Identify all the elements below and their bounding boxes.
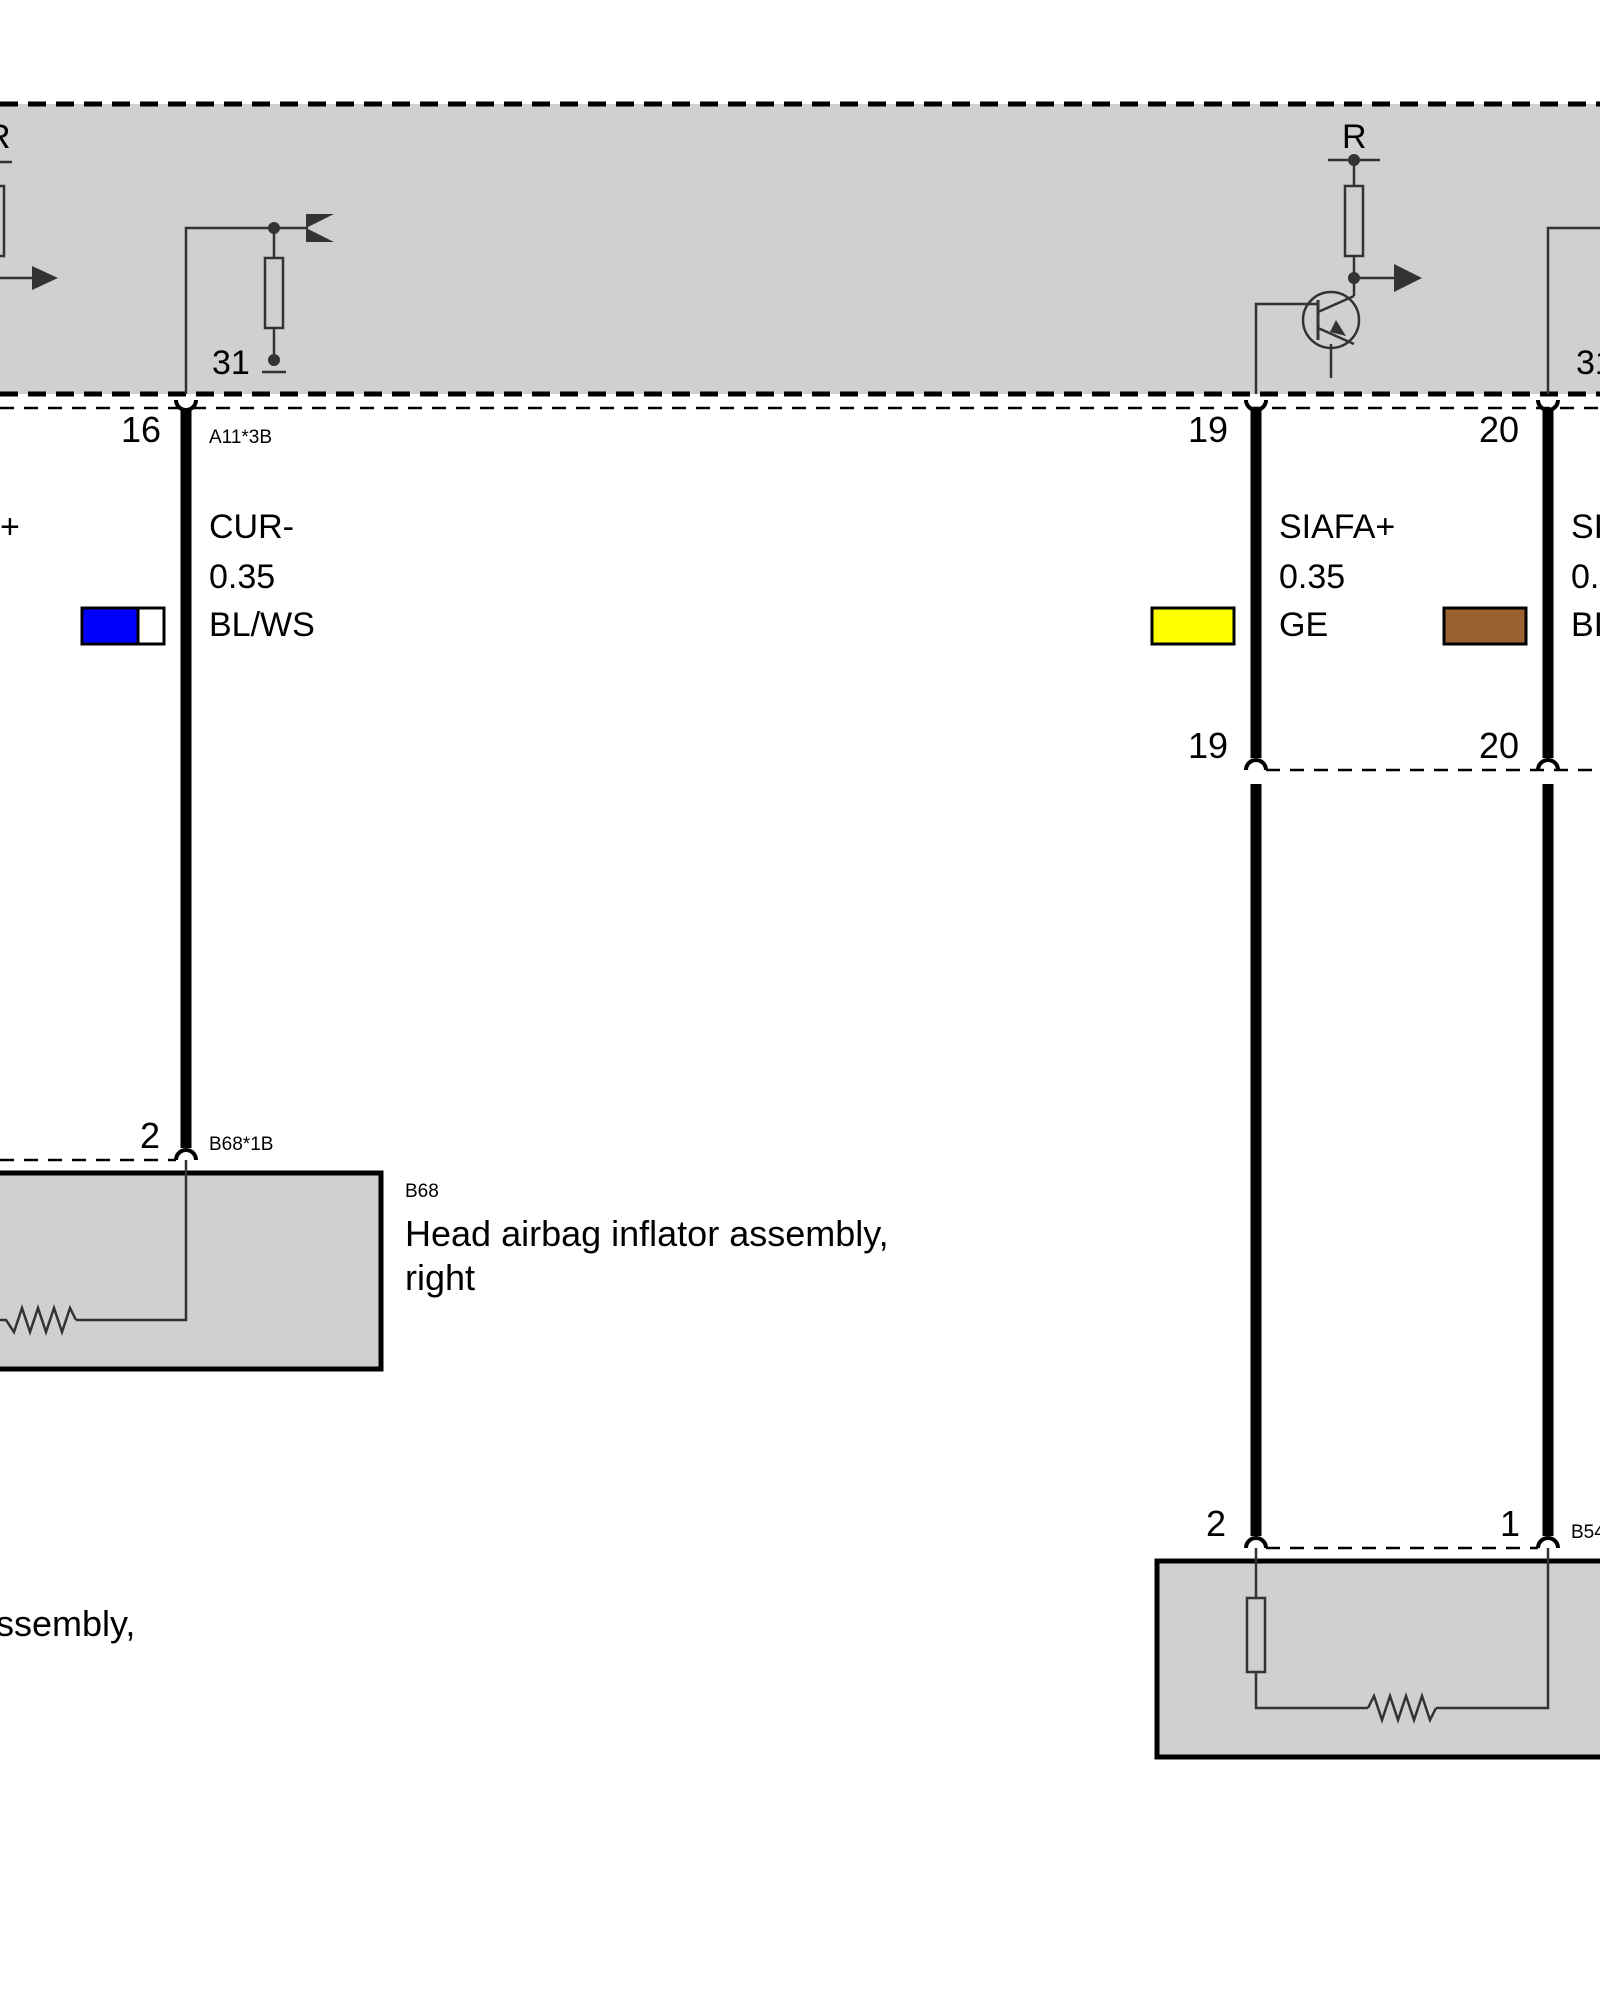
component-b54	[1154, 1546, 1600, 1760]
component-name-line1: Head airbag inflator assembly,	[405, 1213, 889, 1254]
pin-number-bottom: 1	[1500, 1503, 1520, 1544]
component-b68: B68 Head airbag inflator assembly, right	[0, 1158, 889, 1372]
pin16-internal-circuit: 31	[184, 214, 334, 394]
pin-number-top: 19	[1188, 409, 1228, 450]
wire-cur: 16 A11*3B CUR- 0.35 BL/WS 2 B68*1B	[80, 399, 315, 1161]
pin20-internal-circuit: 31	[1546, 226, 1600, 394]
control-unit-module: R 31 R	[0, 101, 1600, 410]
wire-gauge: 0.35	[209, 558, 275, 596]
pin-number-mid: 19	[1188, 725, 1228, 766]
pin-socket-icon	[1536, 758, 1560, 771]
pin-number-top: 20	[1479, 409, 1519, 450]
ground-label-right: 31	[1576, 344, 1600, 382]
component-id: B68	[405, 1181, 439, 1202]
signal-name: SIAFA+	[1279, 508, 1395, 546]
pin-socket-icon	[174, 399, 198, 412]
component-b68-body	[0, 1170, 384, 1372]
signal-name: SI	[1571, 508, 1600, 546]
wire-color-code: BI	[1571, 606, 1600, 644]
signal-name: CUR-	[209, 508, 294, 546]
resistor-label-right: R	[1342, 118, 1367, 156]
pin-socket-icon	[1536, 1536, 1560, 1549]
wire-siafa-plus: 19 SIAFA+ 0.35 GE 19 2	[1150, 399, 1395, 1549]
control-unit-body	[0, 104, 1600, 394]
pin-number-bottom: 2	[1206, 1503, 1226, 1544]
resistor-label-left: R	[0, 118, 11, 156]
ground-label-left: 31	[212, 344, 250, 382]
wire-color-code: BL/WS	[209, 606, 315, 644]
connector-id-bottom: B68*1B	[209, 1134, 273, 1155]
color-swatch-blue-white	[80, 606, 166, 646]
pin-number-mid: 20	[1479, 725, 1519, 766]
connector-id-bottom: B54	[1571, 1522, 1600, 1543]
pin-socket-icon	[1244, 1536, 1268, 1549]
wire-gauge: 0.	[1571, 558, 1599, 596]
igniter-resistor-icon	[0, 1304, 78, 1336]
component-name-line2: right	[405, 1257, 475, 1298]
color-swatch-brown	[1442, 606, 1528, 646]
output-arrow-icon	[1394, 264, 1422, 292]
connector-id-top: A11*3B	[209, 427, 272, 448]
left-component-name-fragment: ssembly,	[0, 1603, 135, 1644]
left-resistor-fragment: R	[0, 118, 58, 290]
wire-color-code: GE	[1279, 606, 1328, 644]
output-arrow-icon	[32, 266, 58, 290]
wire-siafa-minus: 20 SI 0. BI 20 1 B54	[1442, 399, 1600, 1549]
pin-socket-icon	[174, 1148, 198, 1161]
wire-gauge: 0.35	[1279, 558, 1345, 596]
igniter-resistor-icon	[1366, 1692, 1438, 1724]
component-b54-body	[1154, 1558, 1600, 1760]
pin19-internal-circuit: R	[1254, 118, 1422, 394]
color-swatch-yellow	[1150, 606, 1236, 646]
pin-number-top: 16	[121, 409, 161, 450]
left-signal-fragment: +	[0, 508, 20, 546]
pin-socket-icon	[1244, 758, 1268, 771]
pin-socket-icon	[1244, 399, 1268, 412]
input-arrow-icon	[306, 214, 334, 228]
pin-socket-icon	[1536, 399, 1560, 412]
pin-number-bottom: 2	[140, 1115, 160, 1156]
